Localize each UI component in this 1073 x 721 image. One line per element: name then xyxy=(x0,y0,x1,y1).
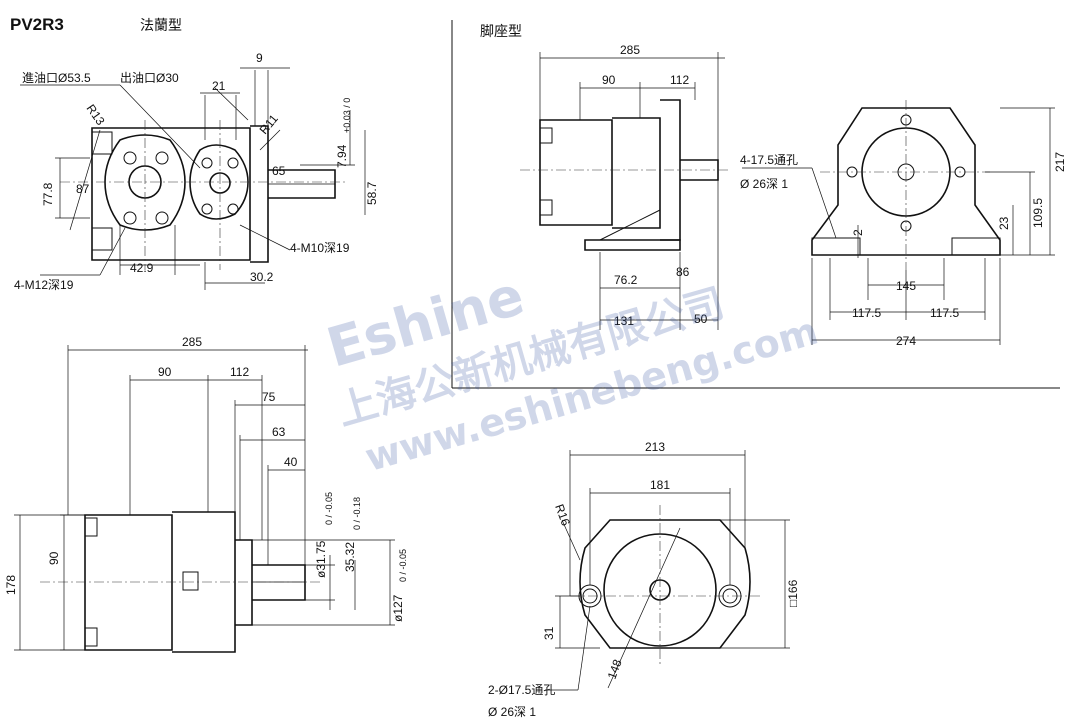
foot-end-view xyxy=(742,100,1055,345)
foot-dim-285: 285 xyxy=(620,43,640,57)
foot-dim-50: 50 xyxy=(694,312,708,326)
dim-9: 9 xyxy=(256,51,263,65)
foot-side-view xyxy=(520,52,730,330)
side-dim-shaft: ø31.75 xyxy=(314,540,328,578)
foot-type-title: 脚座型 xyxy=(480,23,522,39)
foot-dim-145: 145 xyxy=(896,279,916,293)
watermark: Eshine 上海公新机械有限公司 www.eshinebeng.com xyxy=(320,264,823,480)
front-dim-166: □166 xyxy=(786,579,800,607)
foot-cbore-label: Ø 26深 1 xyxy=(740,177,788,191)
foot-dim-86: 86 xyxy=(676,265,690,279)
foot-dim-217: 217 xyxy=(1053,152,1067,172)
side-dim-63: 63 xyxy=(272,425,286,439)
foot-dim-117b: 117.5 xyxy=(930,306,959,320)
front-dim-181: 181 xyxy=(650,478,670,492)
dim-58-7: 58.7 xyxy=(365,181,379,205)
side-dim-pilot: ø127 xyxy=(391,594,405,622)
dim-21: 21 xyxy=(212,79,226,93)
side-dim-75: 75 xyxy=(262,390,276,404)
foot-dim-2: 2 xyxy=(851,229,865,236)
inlet-label: 進油口Ø53.5 xyxy=(22,71,91,85)
side-dim-90: 90 xyxy=(158,365,172,379)
foot-dim-112: 112 xyxy=(670,73,689,87)
label-m10: 4-M10深19 xyxy=(290,241,350,255)
dim-7-94-tol: +0.03 / 0 xyxy=(342,98,352,133)
dim-7-94: 7.94 xyxy=(335,144,349,168)
foot-dim-274: 274 xyxy=(896,334,916,348)
type-title: 法蘭型 xyxy=(140,17,182,33)
flange-front-view xyxy=(545,450,790,691)
side-dim-key: 35.32 xyxy=(343,542,357,572)
side-dim-40: 40 xyxy=(284,455,298,469)
foot-dim-109-5: 109.5 xyxy=(1031,198,1045,228)
label-m12: 4-M12深19 xyxy=(14,278,74,292)
foot-dim-90: 90 xyxy=(602,73,616,87)
side-dim-h90: 90 xyxy=(47,551,61,565)
flange-end-view xyxy=(20,67,366,290)
foot-section-frame xyxy=(451,20,1060,389)
front-dim-31: 31 xyxy=(542,626,556,640)
side-dim-shaft-tol: 0 / -0.05 xyxy=(324,492,334,525)
model-title: PV2R3 xyxy=(10,15,64,34)
dim-r13: R13 xyxy=(84,102,108,128)
side-dim-285: 285 xyxy=(182,335,202,349)
flange-side-view xyxy=(14,345,395,653)
side-dim-112: 112 xyxy=(230,365,249,379)
foot-dim-23: 23 xyxy=(997,216,1011,230)
dim-r11: R11 xyxy=(257,111,282,136)
foot-dim-76-2: 76.2 xyxy=(614,273,638,287)
front-cbore-label: Ø 26深 1 xyxy=(488,705,536,719)
dim-65: 65 xyxy=(272,164,286,178)
side-dim-pilot-tol: 0 / -0.05 xyxy=(398,549,408,582)
front-dim-213: 213 xyxy=(645,440,665,454)
outlet-label: 出油口Ø30 xyxy=(120,71,179,85)
foot-dim-131: 131 xyxy=(614,314,634,328)
foot-hole-label: 4-17.5通孔 xyxy=(740,153,798,167)
dim-30-2: 30.2 xyxy=(250,270,274,284)
side-dim-key-tol: 0 / -0.18 xyxy=(352,497,362,530)
front-dim-148: 148 xyxy=(605,657,625,681)
dim-42-9: 42.9 xyxy=(130,261,154,275)
side-dim-h178: 178 xyxy=(4,575,18,595)
front-hole-label: 2-Ø17.5通孔 xyxy=(488,683,555,697)
dim-87: 87 xyxy=(76,182,90,196)
foot-dim-117a: 117.5 xyxy=(852,306,881,320)
dim-77-8: 77.8 xyxy=(41,182,55,206)
